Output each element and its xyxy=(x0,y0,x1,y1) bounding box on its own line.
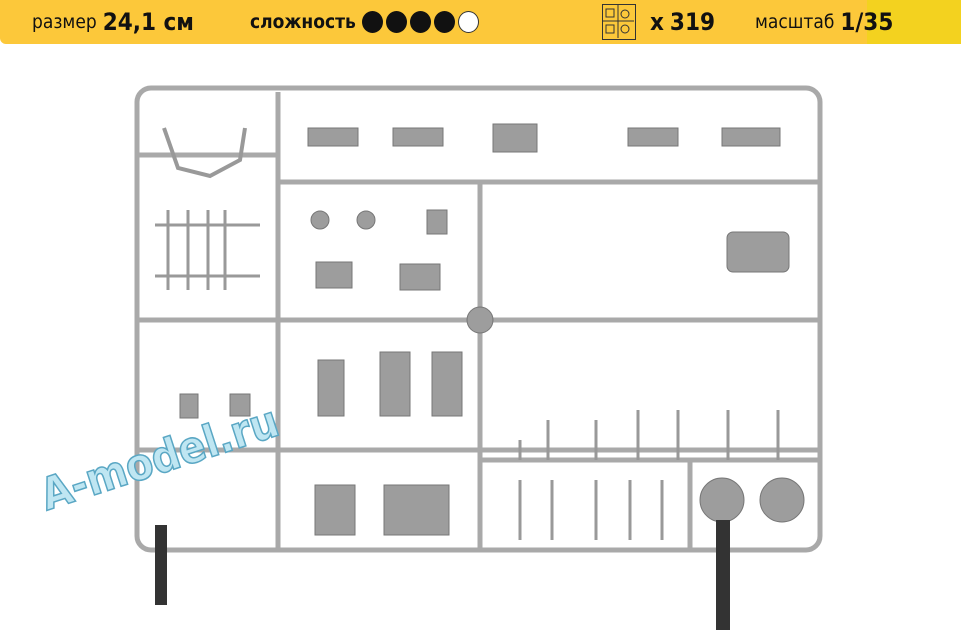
parts-count: 319 xyxy=(669,8,715,36)
sprue-photo xyxy=(134,85,823,630)
difficulty-rating xyxy=(361,11,479,33)
scale-label: масштаб xyxy=(755,11,835,33)
difficulty-dot-filled xyxy=(409,11,431,33)
sprue-icon xyxy=(602,4,636,40)
parts-info: x 319 xyxy=(602,0,715,44)
parts-prefix: x xyxy=(650,8,664,36)
difficulty-info: сложность xyxy=(250,0,479,44)
size-info: размер 24,1 см xyxy=(32,0,194,44)
difficulty-dot-filled xyxy=(433,11,455,33)
difficulty-dot-empty xyxy=(457,11,479,33)
info-bar: размер 24,1 см сложность x 319 масштаб 1… xyxy=(0,0,961,44)
scale-info: масштаб 1/35 xyxy=(755,0,893,44)
size-label: размер xyxy=(32,11,97,33)
size-value: 24,1 см xyxy=(102,8,194,36)
difficulty-dot-filled xyxy=(361,11,383,33)
scale-value: 1/35 xyxy=(840,8,894,36)
difficulty-label: сложность xyxy=(250,11,356,33)
difficulty-dot-filled xyxy=(385,11,407,33)
scale-highlight xyxy=(867,0,961,44)
